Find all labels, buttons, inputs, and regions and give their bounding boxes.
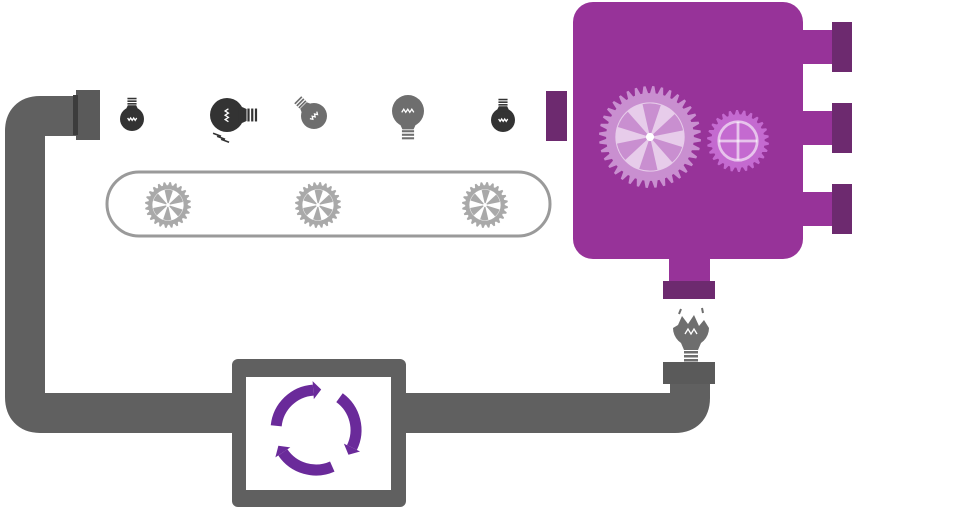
small-gear-shape [707,110,769,172]
pipe-fitting-inner [73,95,78,135]
processing-machine [546,2,852,299]
recycle-arrows-icon [270,381,362,476]
conveyor-gear-icon [145,182,191,228]
bulbs-on-belt [120,95,515,143]
bulb-3-icon [294,96,327,129]
conveyor-gear-icon [462,182,508,228]
conveyor-belt-outline [105,170,552,238]
recycle-arc [270,384,314,427]
bulb-2-icon [210,98,258,143]
output-port-cap [832,184,852,234]
pipe-fitting-bottom [663,362,715,384]
bulb-4-icon [392,95,424,140]
small-gear-icon [707,110,769,172]
bulb-1-icon [120,97,144,131]
recycle-station [232,359,406,507]
large-gear-shape [599,86,701,188]
machine-output-ports [790,22,852,234]
machine-intake-port [546,91,567,141]
broken-bulb-icon [673,307,709,362]
large-gear-icon [599,86,701,188]
output-port-cap [832,103,852,153]
conveyor-belt [105,170,552,238]
output-port-cap [832,22,852,72]
pipe-body [5,96,710,433]
bulb-5-icon [491,98,515,132]
conveyor-gear-icon [295,182,341,228]
machine-bottom-port [663,281,715,299]
return-pipe [5,90,715,433]
conveyor-gears [145,182,508,228]
recycle-arc [278,449,335,476]
recycle-arc [336,393,362,450]
pipe-fitting-top [76,90,100,140]
